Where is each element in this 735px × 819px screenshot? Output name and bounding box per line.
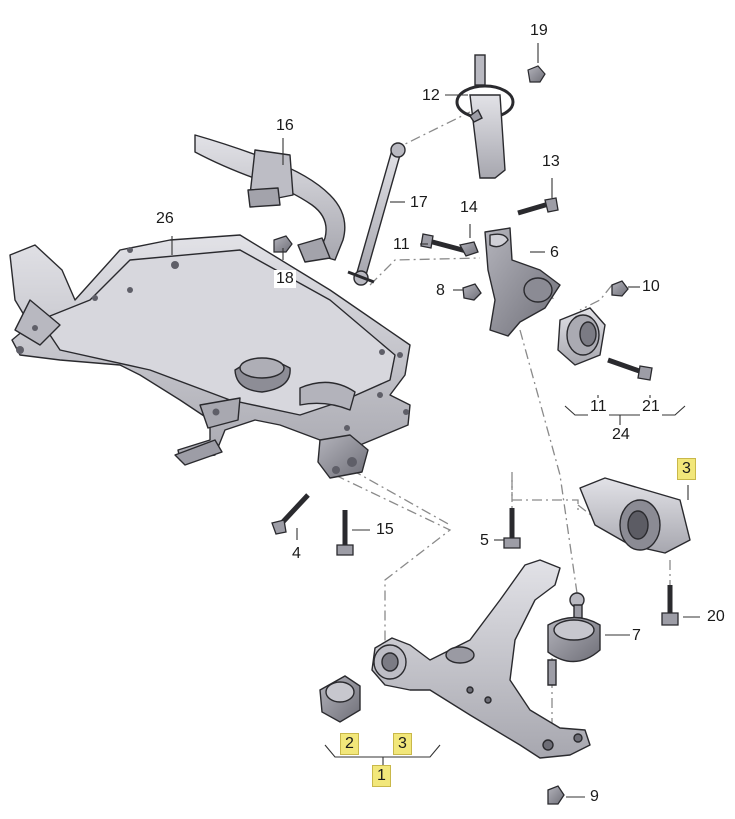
wishbone	[371, 559, 591, 759]
bonded-rubber-bush	[579, 477, 691, 554]
callout-24: 24	[610, 426, 632, 444]
callout-13: 13	[540, 153, 562, 171]
callout-11-upper: 11	[391, 236, 412, 254]
nut-18	[273, 235, 293, 253]
callout-12: 12	[420, 87, 442, 105]
callout-10: 10	[640, 278, 662, 296]
callout-11-lower: 11	[588, 398, 609, 416]
bush-2	[319, 675, 361, 723]
callout-17: 17	[408, 194, 430, 212]
callout-9: 9	[588, 788, 601, 806]
callout-4: 4	[290, 545, 303, 563]
callout-1: 1	[372, 765, 391, 787]
callout-16: 16	[274, 117, 296, 135]
callout-21: 21	[640, 398, 662, 416]
subframe-holes	[16, 247, 409, 474]
strut	[455, 54, 515, 179]
callout-3-upper: 3	[677, 458, 696, 480]
callout-6: 6	[548, 244, 561, 262]
bolts	[271, 197, 679, 805]
callout-20: 20	[705, 608, 727, 626]
callout-15: 15	[374, 521, 396, 539]
callout-2: 2	[340, 733, 359, 755]
callout-19: 19	[528, 22, 550, 40]
wheel-hub	[557, 307, 606, 366]
wheel-bearing-housing	[484, 227, 561, 337]
callout-26: 26	[154, 210, 176, 228]
nut-19	[527, 65, 546, 83]
callout-14: 14	[458, 199, 480, 217]
callout-7: 7	[630, 627, 643, 645]
coupling-rod	[347, 142, 406, 286]
callout-18: 18	[274, 270, 296, 288]
callout-3-lower: 3	[393, 733, 412, 755]
stabilizer-bar	[194, 134, 346, 263]
ball-joint	[547, 592, 601, 686]
callout-5: 5	[478, 532, 491, 550]
callout-8: 8	[434, 282, 447, 300]
